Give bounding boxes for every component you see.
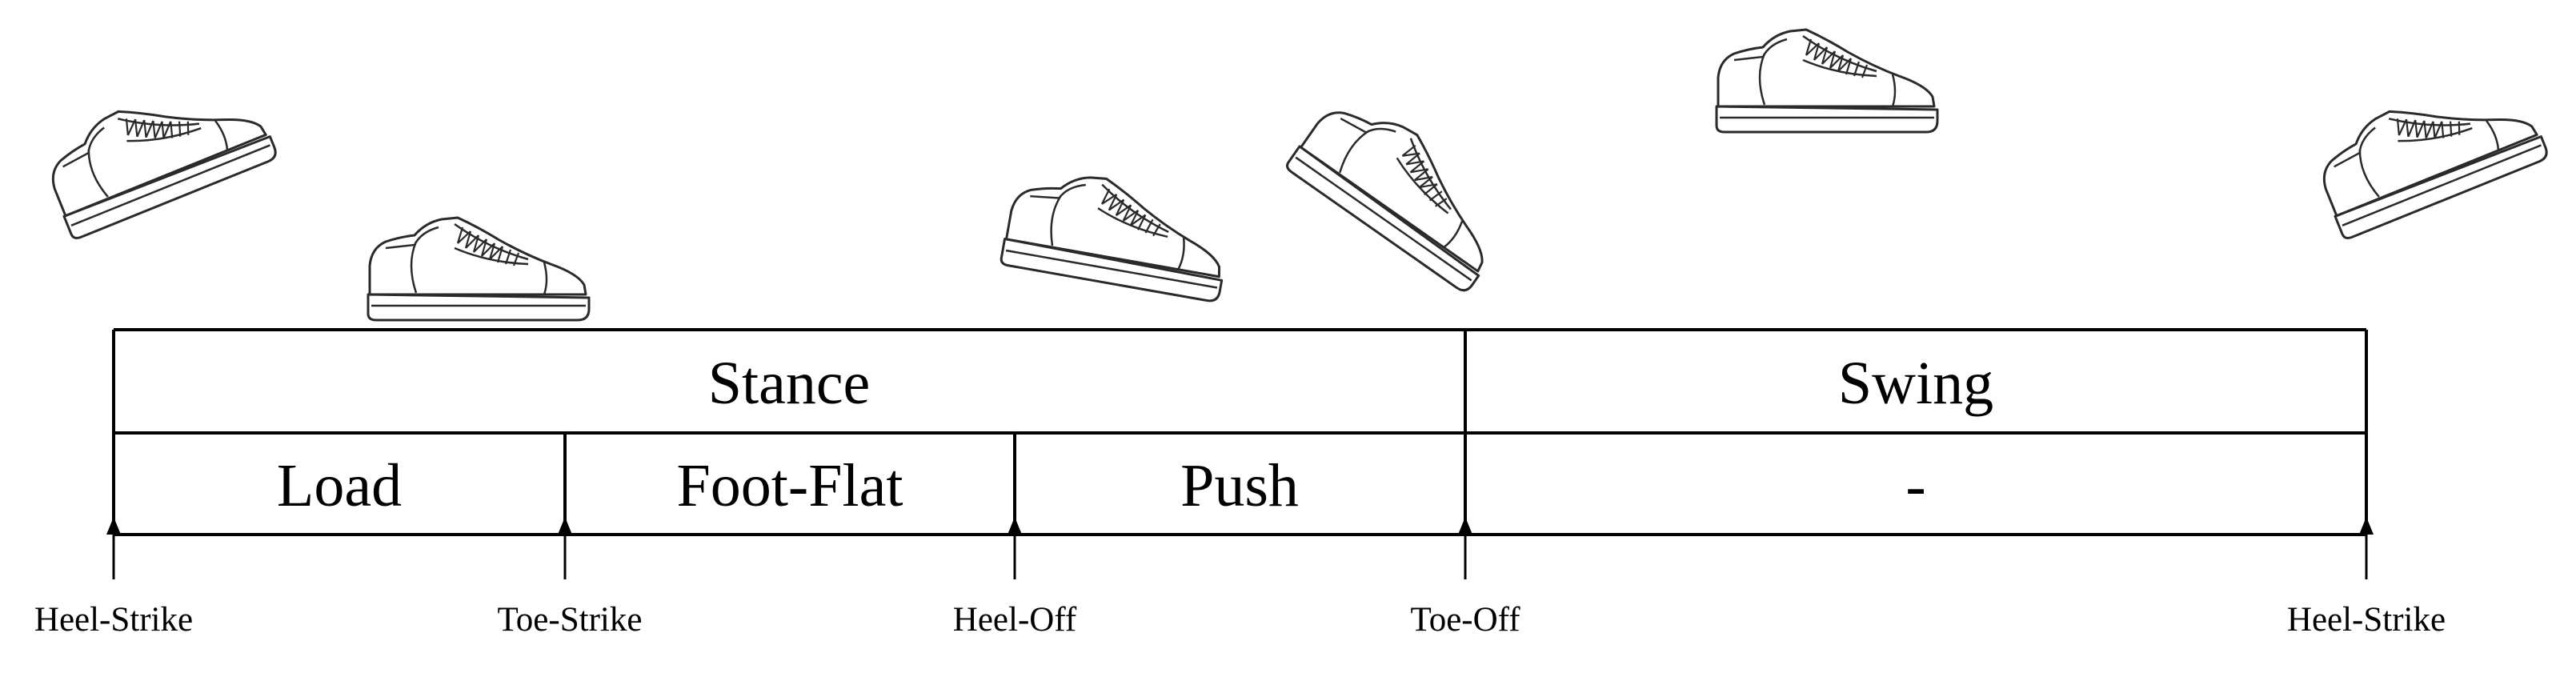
sneaker-icon-swing (1715, 28, 1939, 134)
gait-phase-table (112, 328, 2368, 536)
arrow-up-icon (1456, 515, 1474, 581)
load-label: Load (277, 452, 402, 519)
swing-label: Swing (1838, 350, 1993, 417)
arrow-up-icon (105, 515, 122, 581)
stance-label: Stance (708, 350, 871, 417)
foot-flat-label: Foot-Flat (677, 452, 903, 519)
heel-strike-label-2: Heel-Strike (2287, 601, 2446, 639)
toe-strike-label: Toe-Strike (498, 601, 643, 639)
heel-strike-label: Heel-Strike (34, 601, 193, 639)
push-label: Push (1180, 452, 1299, 519)
toe-off-label: Toe-Off (1410, 601, 1520, 639)
arrow-up-icon (2358, 515, 2375, 581)
sneaker-icon-toe-strike (367, 216, 591, 322)
sneaker-icon-heel-strike-1 (34, 61, 280, 242)
swing-sub-label: - (1905, 452, 1925, 519)
sneaker-icon-heel-strike-2 (2305, 61, 2551, 242)
sneaker-icon-heel-off (999, 162, 1237, 304)
sneaker-icon-toe-off (1284, 82, 1526, 295)
heel-off-label: Heel-Off (953, 601, 1077, 639)
arrow-up-icon (556, 515, 574, 581)
arrow-up-icon (1006, 515, 1024, 581)
